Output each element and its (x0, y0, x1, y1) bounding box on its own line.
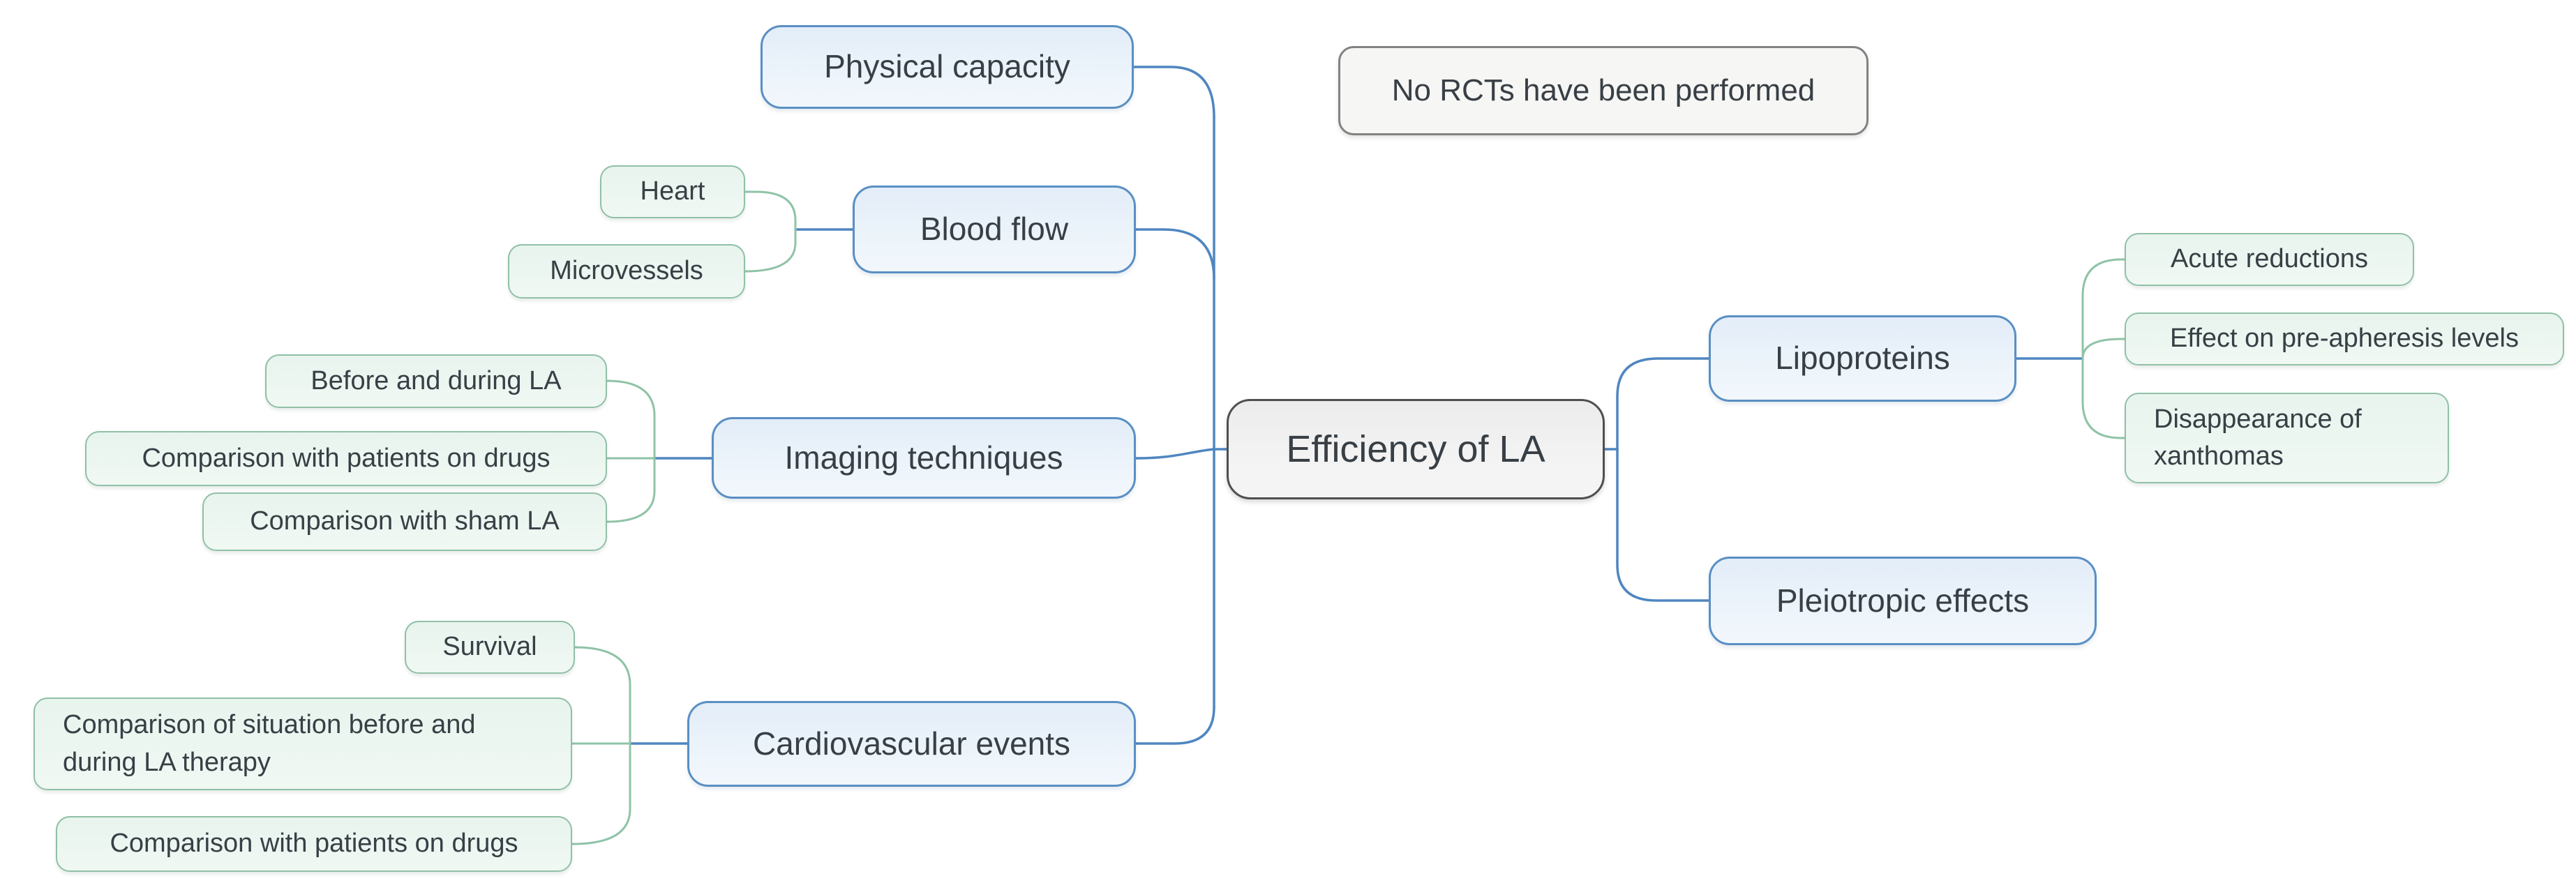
connector-effect-pre-apheresis (2081, 338, 2126, 360)
connector-physical-capacity (1132, 66, 1215, 119)
connector-lipoproteins (1616, 357, 1710, 451)
node-physical-capacity[interactable]: Physical capacity (761, 25, 1134, 109)
node-blood-flow[interactable]: Blood flow (853, 186, 1136, 273)
connector-survival (574, 646, 631, 745)
connector-comparison-sham-la (606, 457, 656, 523)
node-comparison-patients-drugs-cve[interactable]: Comparison with patients on drugs (56, 816, 572, 872)
connector-imaging-techniques (1135, 448, 1215, 460)
node-microvessels[interactable]: Microvessels (508, 244, 745, 299)
connector-microvessels (744, 228, 797, 273)
connector-comparison-patients-drugs-cve (571, 742, 631, 845)
node-comparison-situation[interactable]: Comparison of situation before and durin… (33, 697, 572, 790)
node-acute-reductions[interactable]: Acute reductions (2125, 233, 2414, 286)
connector-disappearance-xanthomas (2081, 357, 2126, 439)
node-survival[interactable]: Survival (405, 621, 575, 674)
node-comparison-patients-drugs-imaging[interactable]: Comparison with patients on drugs (85, 431, 607, 486)
node-heart[interactable]: Heart (600, 165, 745, 218)
connector-pleiotropic-effects (1616, 448, 1710, 602)
connector-before-during-la (606, 379, 656, 460)
node-pleiotropic-effects[interactable]: Pleiotropic effects (1709, 557, 2097, 645)
node-imaging-techniques[interactable]: Imaging techniques (712, 417, 1136, 499)
node-effect-pre-apheresis[interactable]: Effect on pre-apheresis levels (2125, 312, 2564, 365)
connector-acute-reductions (2081, 258, 2126, 360)
connector-cardiovascular-events (1135, 706, 1215, 745)
node-efficiency-of-la[interactable]: Efficiency of LA (1227, 399, 1605, 499)
connector-heart (744, 190, 797, 231)
connector-blood-flow (1135, 228, 1215, 280)
node-lipoproteins[interactable]: Lipoproteins (1709, 315, 2016, 402)
node-disappearance-xanthomas[interactable]: Disappearance of xanthomas (2125, 393, 2449, 483)
node-comparison-sham-la[interactable]: Comparison with sham LA (202, 492, 607, 551)
node-before-and-during-la[interactable]: Before and during LA (265, 354, 607, 408)
note-box[interactable]: No RCTs have been performed (1338, 46, 1869, 135)
node-cardiovascular-events[interactable]: Cardiovascular events (687, 701, 1136, 787)
